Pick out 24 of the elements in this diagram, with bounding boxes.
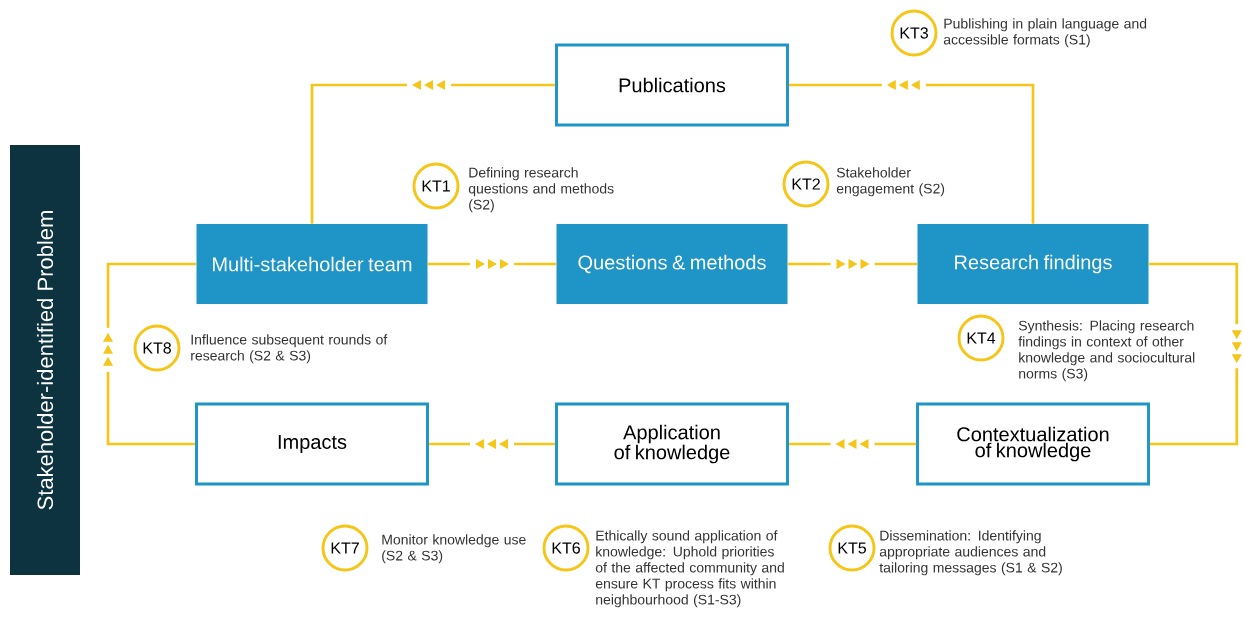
outcome-box: Contextualization of knowledge [916, 402, 1150, 486]
outcome-box: Application of knowledge [555, 402, 789, 486]
kt-description: Ethically sound application of knowledge: Uphold priorities of the affected community and ensure KT process fits within neighbourhood (S1-S3) [595, 530, 784, 608]
arrow [787, 258, 918, 270]
process-box: Research findings [917, 224, 1149, 304]
kt-description: Monitor knowledge use (S2 & S3) [382, 534, 526, 564]
process-box: Multi-stakeholder team [196, 224, 428, 304]
process-box: Questions & methods [556, 224, 788, 304]
kt-description: Influence subsequent rounds of research (S2 & S3) [191, 334, 388, 364]
kt-description: Dissemination: Identifying appropriate audiences and tailoring messages (S1 & S2) [879, 530, 1062, 576]
kt-description: Synthesis: Placing research findings in context of other knowledge and sociocultural norms (S3) [1018, 320, 1195, 382]
arrow [789, 79, 1035, 224]
outcome-box: Publications [555, 43, 789, 127]
arrow [427, 258, 557, 270]
kt-description: Stakeholder engagement (S2) [836, 167, 945, 197]
kt-description: Defining research questions and methods (S2) [468, 167, 614, 213]
arrow [310, 79, 556, 224]
arrow [428, 438, 556, 450]
kt-description: Publishing in plain language and accessible formats (S1) [943, 18, 1147, 48]
arrow [1148, 262, 1243, 446]
arrow [102, 262, 197, 446]
arrow [789, 438, 917, 450]
problem-band: Stakeholder-identified Problem [10, 145, 80, 575]
outcome-box: Impacts [195, 402, 429, 486]
